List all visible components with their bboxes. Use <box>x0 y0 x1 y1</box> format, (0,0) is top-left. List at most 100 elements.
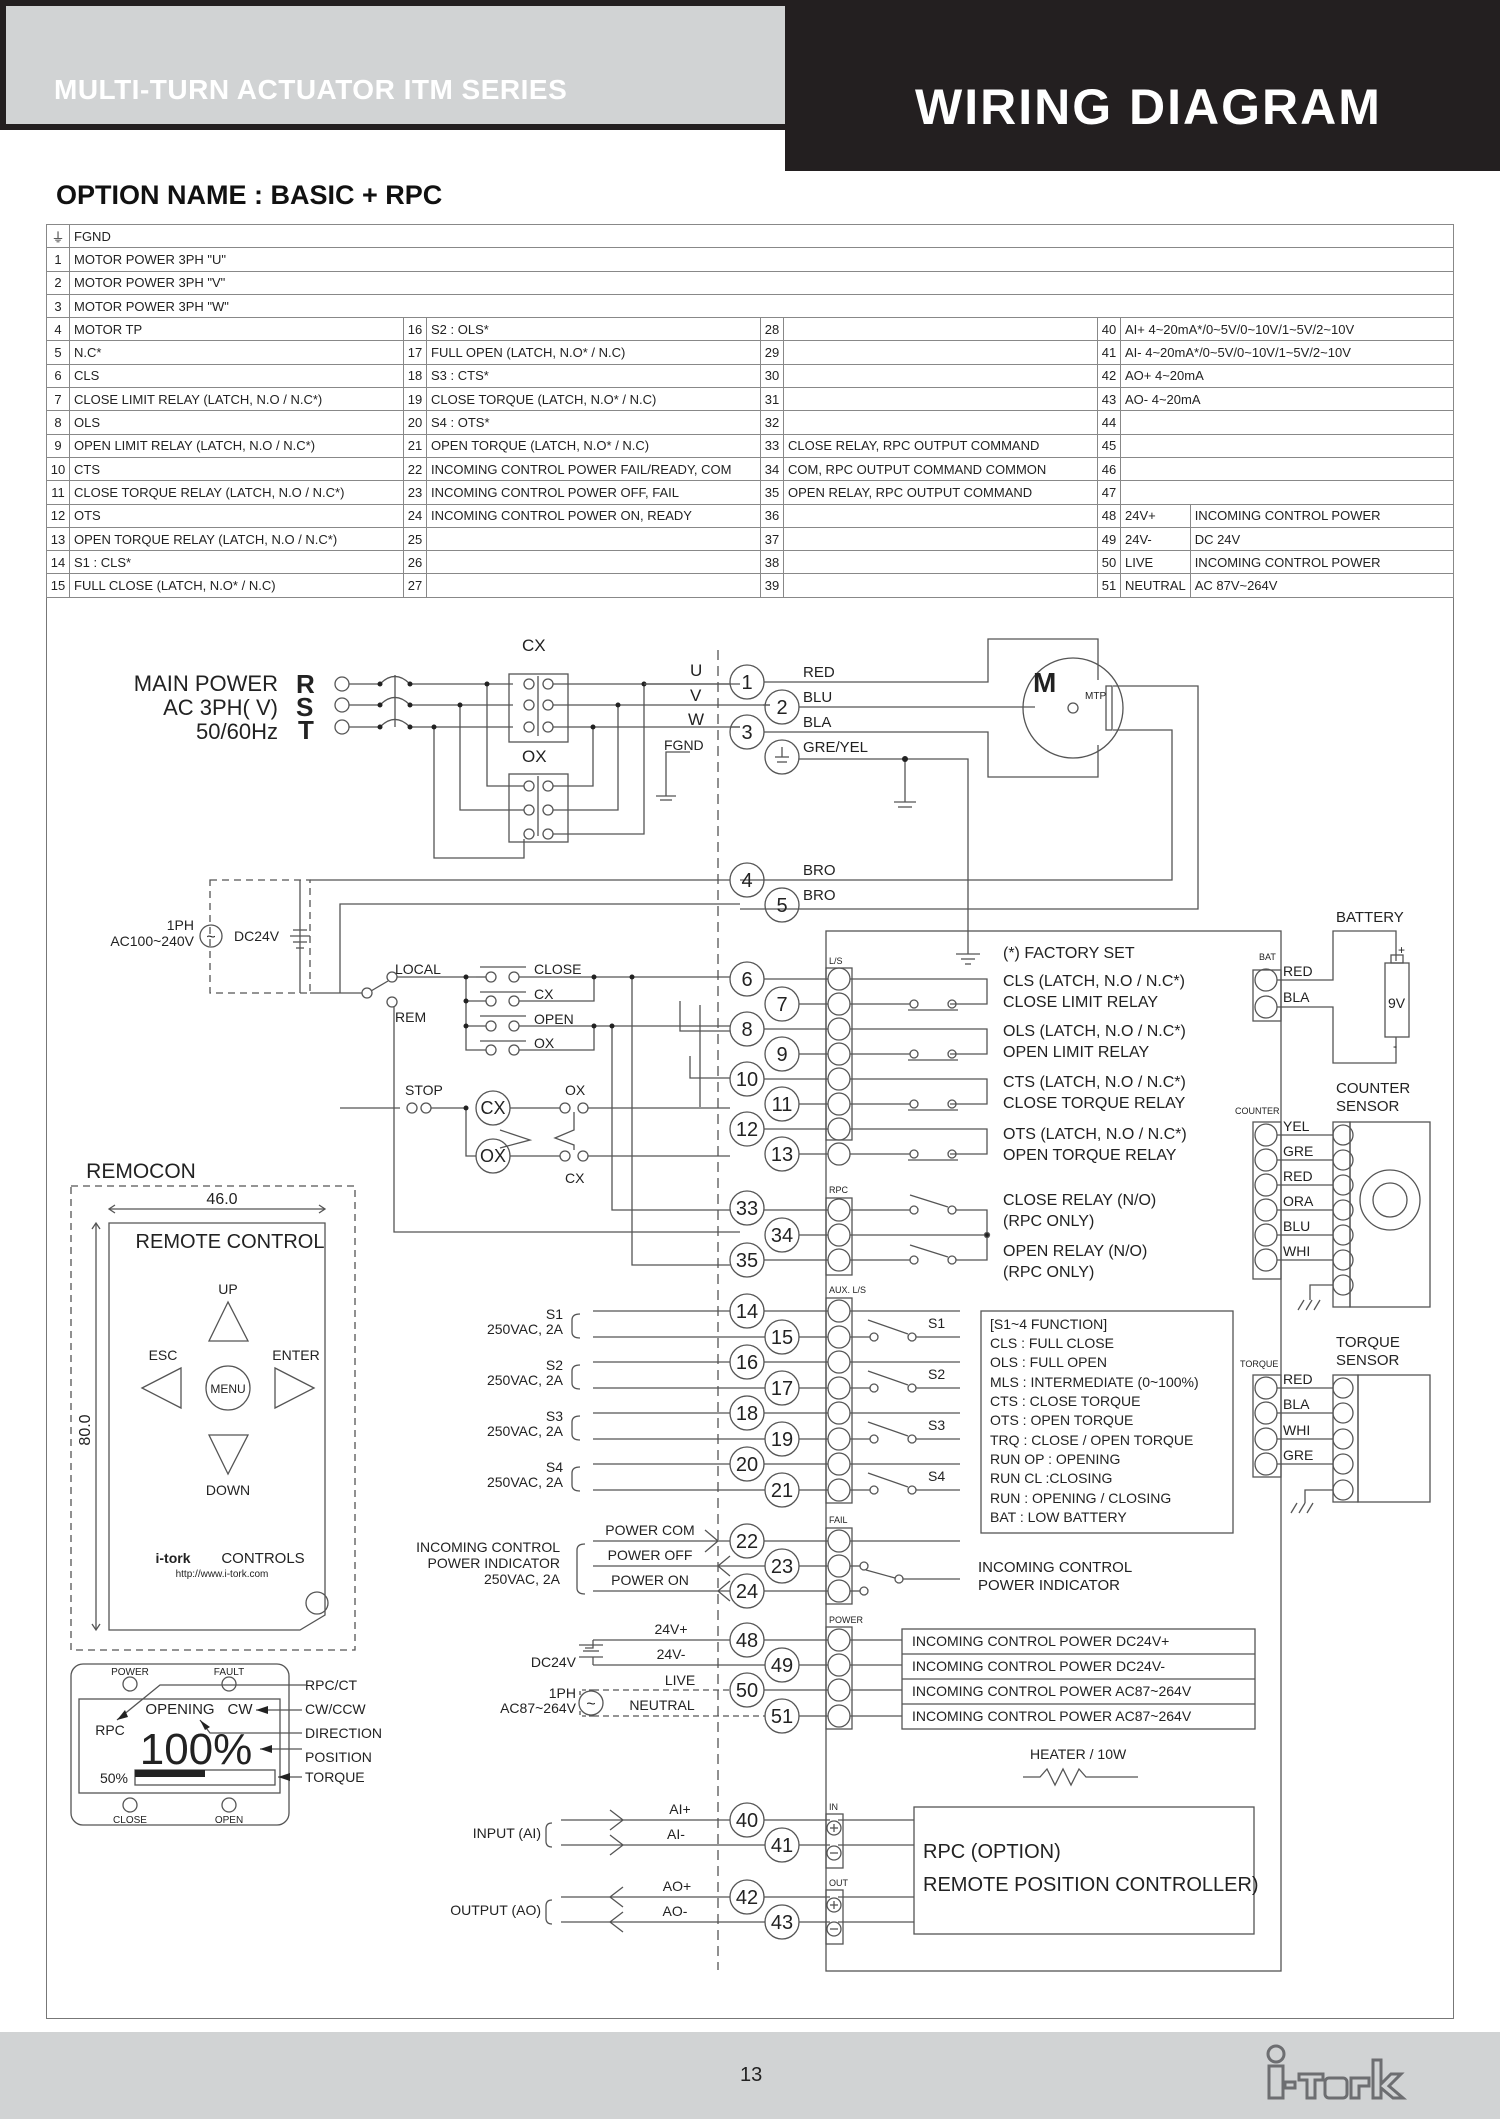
relay-ots-line2: OPEN TORQUE RELAY <box>1003 1147 1177 1164</box>
terminal-description: INCOMING CONTROL POWER <box>1189 503 1455 528</box>
aux-s4-rating: 250VAC, 2A <box>487 1474 564 1490</box>
callout-position: POSITION <box>305 1749 372 1765</box>
ox-coil-label: OX <box>480 1146 506 1166</box>
rpc-open-relay-line1: OPEN RELAY (N/O) <box>1003 1243 1147 1260</box>
terminal-number: 9 <box>46 433 70 458</box>
counter-sensor-title-2: SENSOR <box>1336 1098 1400 1115</box>
ac-1ph-label: 1PH <box>549 1685 576 1701</box>
terminal-number: 17 <box>403 340 427 365</box>
terminal-description: INCOMING CONTROL POWER FAIL/READY, COM <box>426 456 761 482</box>
terminal-number: 50 <box>1097 550 1121 575</box>
esc-button[interactable] <box>140 1366 182 1410</box>
torque-sensor-title-2: SENSOR <box>1336 1352 1400 1369</box>
s-function-item: CTS : CLOSE TORQUE <box>990 1393 1140 1409</box>
ac-range-label: AC87~264V <box>500 1700 577 1716</box>
counter-wire-whi: WHI <box>1283 1243 1310 1259</box>
terminal-description: MOTOR POWER 3PH "V" <box>69 270 1454 295</box>
terminal-description: AI+ 4~20mA*/0~5V/0~10V/1~5V/2~10V <box>1120 317 1454 342</box>
terminal-description: LIVE <box>1120 550 1191 575</box>
aux-s3-name: S3 <box>546 1408 563 1424</box>
enter-button[interactable] <box>274 1366 316 1410</box>
relay-cls-line2: CLOSE LIMIT RELAY <box>1003 994 1158 1011</box>
terminal-numbers: 1 2 3 4 5 6 7 8 9 10 11 12 13 33 34 35 1… <box>736 672 793 1934</box>
terminal-description: COM, RPC OUTPUT COMMAND COMMON <box>783 456 1098 482</box>
remocon-url: http://www.i-tork.com <box>176 1569 269 1580</box>
terminal-33-label: 33 <box>736 1198 758 1220</box>
s-function-item: RUN OP : OPENING <box>990 1451 1120 1467</box>
counter-sensor-wiring <box>1252 1121 1431 1311</box>
wire-bla: BLA <box>803 714 831 731</box>
output-ao-label: OUTPUT (AO) <box>450 1902 541 1918</box>
indicator-label-3: 250VAC, 2A <box>484 1571 561 1587</box>
terminal-number: 44 <box>1097 410 1121 435</box>
torque-bar-fill <box>135 1770 205 1777</box>
terminal-description <box>783 363 1098 389</box>
power-row-ac-neutral: INCOMING CONTROL POWER AC87~264V <box>912 1708 1192 1724</box>
main-power-frequency: 50/60Hz <box>196 719 278 744</box>
ls-block-label: L/S <box>829 956 843 966</box>
local-label: LOCAL <box>395 961 441 977</box>
terminal-number: 49 <box>1097 526 1121 552</box>
local-control-wiring <box>199 879 740 1266</box>
battery-wiring <box>1252 930 1410 1064</box>
terminal-number: 48 <box>1097 503 1121 528</box>
ac-source-icon-2: ~ <box>586 1696 595 1713</box>
series-title: MULTI-TURN ACTUATOR ITM SERIES <box>54 74 568 105</box>
main-power-voltage: AC 3PH( V) <box>163 695 278 720</box>
cx-interlock-label: CX <box>565 1170 585 1186</box>
fail-terminal-block <box>576 1523 960 1609</box>
terminal-description <box>1120 410 1454 435</box>
supply-1ph: 1PH <box>167 917 194 933</box>
terminal-51-label: 51 <box>771 1706 793 1728</box>
terminal-description: 24V- <box>1120 526 1191 552</box>
callout-direction: DIRECTION <box>305 1725 382 1741</box>
terminal-3-label: 3 <box>741 722 752 744</box>
torque-sensor-wiring <box>1252 1374 1431 1514</box>
counter-wire-gre: GRE <box>1283 1143 1313 1159</box>
relay-ols-line1: OLS (LATCH, N.O / N.C*) <box>1003 1023 1186 1040</box>
page-number: 13 <box>740 2064 763 2086</box>
terminal-number: 43 <box>1097 387 1121 412</box>
terminal-number: 42 <box>1097 363 1121 389</box>
down-label: DOWN <box>206 1482 250 1498</box>
relay-cts-line2: CLOSE TORQUE RELAY <box>1003 1095 1186 1112</box>
power-off-label: POWER OFF <box>608 1547 693 1563</box>
supply-ac-range: AC100~240V <box>110 933 194 949</box>
terminal-19-label: 19 <box>771 1429 793 1451</box>
ao-minus-label: AO- <box>663 1903 688 1919</box>
menu-button[interactable] <box>205 1365 251 1411</box>
battery-plus: + <box>1398 943 1405 957</box>
terminal-description <box>783 340 1098 365</box>
up-button[interactable] <box>207 1300 250 1342</box>
esc-label: ESC <box>149 1347 178 1363</box>
terminal-8-label: 8 <box>741 1019 752 1041</box>
rpc-close-relay-line2: (RPC ONLY) <box>1003 1213 1094 1230</box>
terminal-13-label: 13 <box>771 1144 793 1166</box>
rpc-block-label: RPC <box>829 1185 849 1195</box>
display-direction: OPENING <box>145 1701 214 1718</box>
terminal-description: NEUTRAL <box>1120 573 1191 598</box>
switch-s4-label: S4 <box>928 1468 945 1484</box>
terminal-number: 30 <box>760 363 784 389</box>
ai-minus-label: AI- <box>667 1826 685 1842</box>
display-power-led: POWER <box>111 1667 149 1678</box>
ao-plus-label: AO+ <box>663 1878 691 1894</box>
table-row: ⏚FGND <box>46 223 1454 249</box>
aux-ls-block-label: AUX. L/S <box>829 1285 866 1295</box>
terminal-9-label: 9 <box>776 1044 787 1066</box>
down-button[interactable] <box>207 1434 250 1476</box>
display-close-led: CLOSE <box>113 1815 147 1826</box>
v-label: V <box>690 686 702 705</box>
remocon-brand-controls: CONTROLS <box>221 1550 304 1567</box>
cx-contactor-label: CX <box>522 636 546 655</box>
terminal-5 <box>764 887 800 923</box>
heater-label: HEATER / 10W <box>1030 1746 1127 1762</box>
s-function-item: CLS : FULL CLOSE <box>990 1335 1114 1351</box>
terminal-number: 28 <box>760 317 784 342</box>
terminal-40-label: 40 <box>736 1810 758 1832</box>
relay-ots-line1: OTS (LATCH, N.O / N.C*) <box>1003 1126 1187 1143</box>
